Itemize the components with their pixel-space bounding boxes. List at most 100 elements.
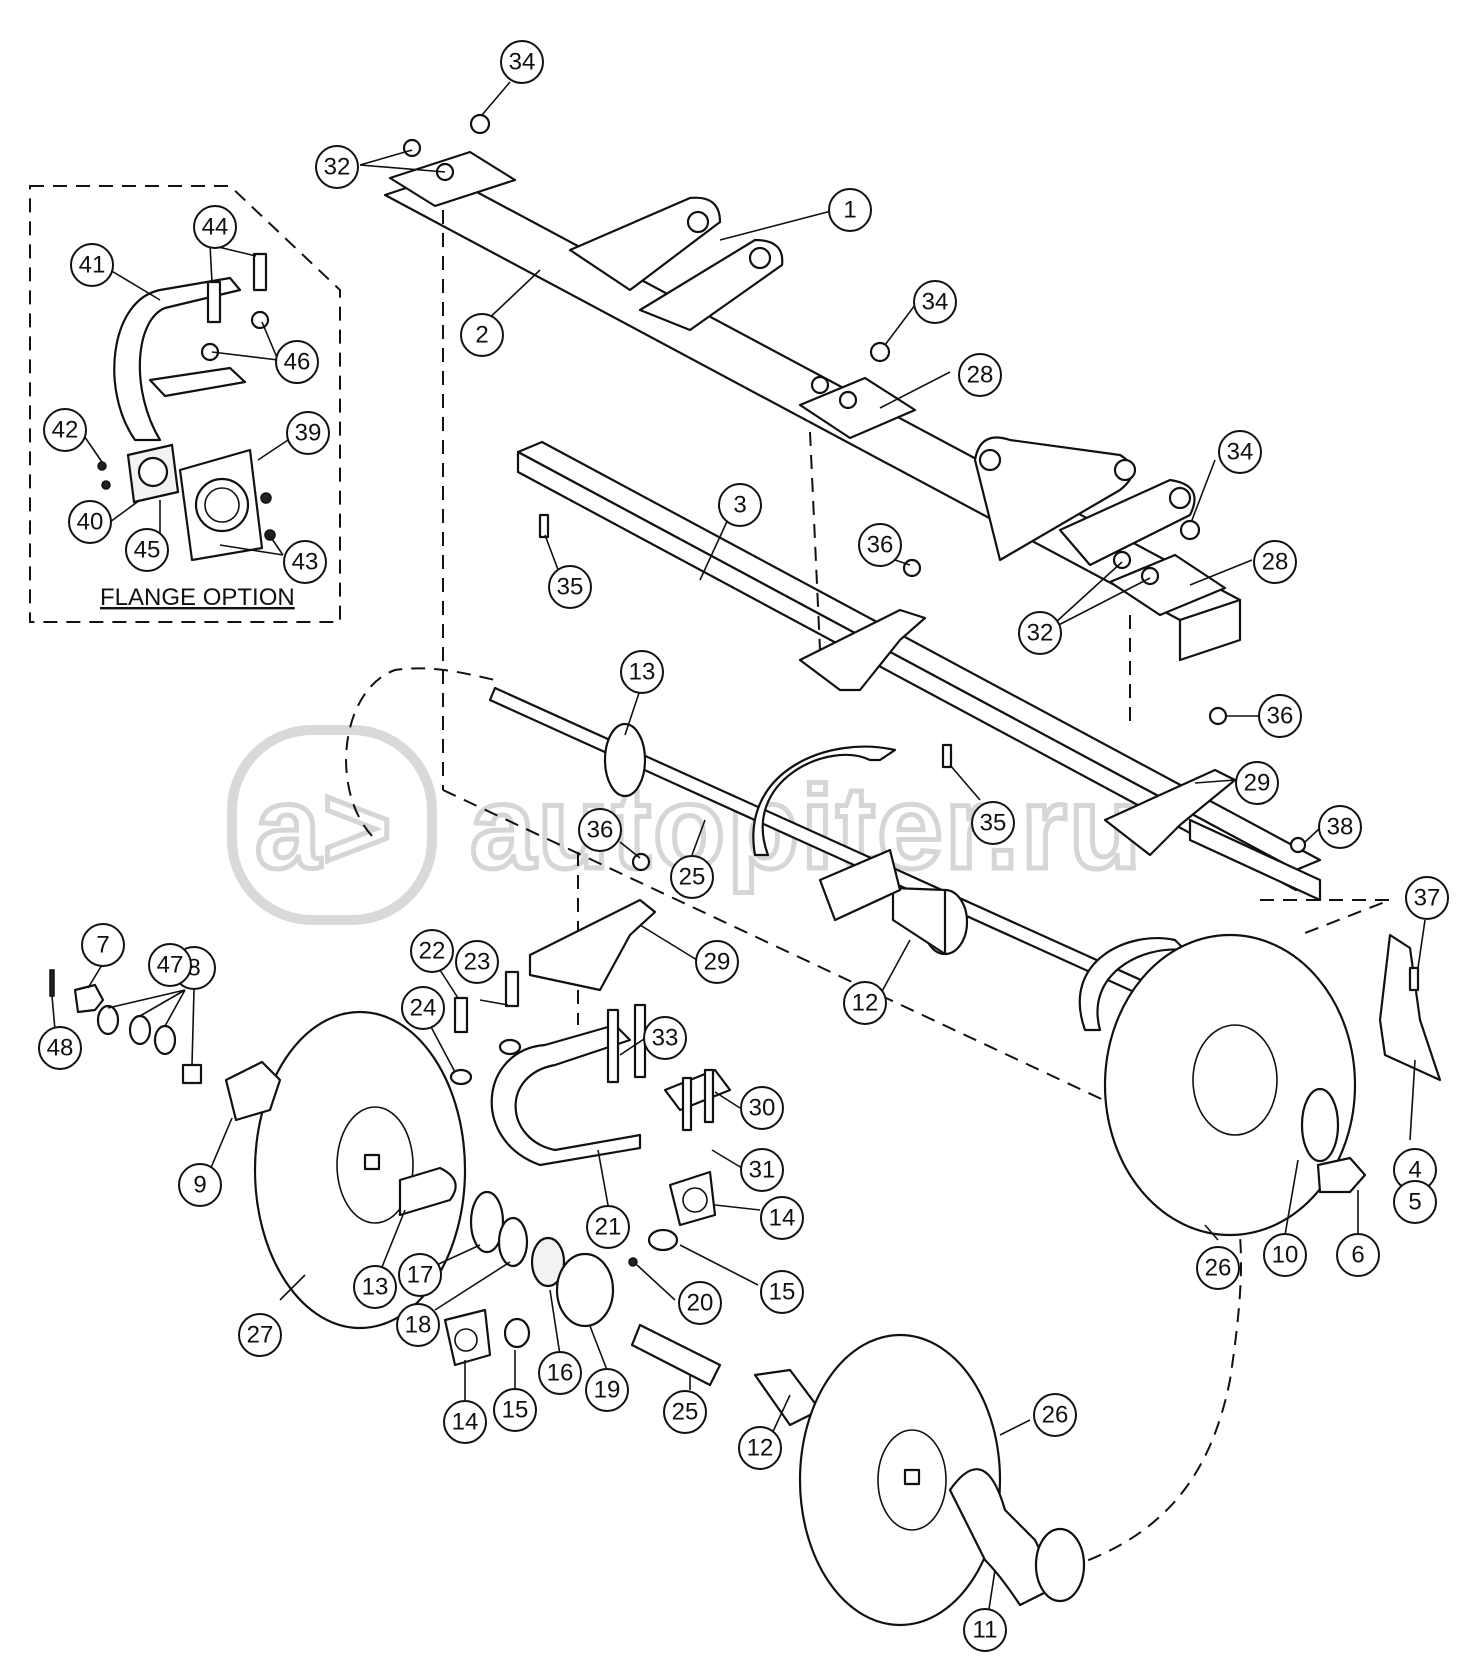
leader-29b — [639, 924, 698, 961]
callout-15: 15 — [493, 1388, 537, 1432]
leader-47 — [107, 989, 186, 1027]
gang-bar — [516, 440, 1322, 902]
leader-31 — [711, 1149, 743, 1169]
mount-bracket-2b — [1058, 478, 1196, 567]
flange-bearing-bore — [194, 477, 250, 533]
callout-7: 7 — [81, 923, 125, 967]
callout-2: 2 — [460, 313, 504, 357]
callout-24: 24 — [401, 986, 445, 1030]
callout-10: 10 — [1263, 1233, 1307, 1277]
flange-option-inset: FLANGE OPTION — [29, 185, 341, 623]
nut-34 — [869, 341, 891, 363]
svg-text:12: 12 — [747, 1435, 774, 1462]
nut-36 — [902, 558, 922, 578]
inset-border — [29, 185, 341, 623]
bolt-31 — [681, 1076, 693, 1132]
svg-text:44: 44 — [202, 214, 229, 241]
svg-text:5: 5 — [1408, 1189, 1421, 1216]
leader-24 — [429, 1024, 456, 1073]
assembly-lines — [345, 210, 1391, 1571]
leader-19 — [589, 1325, 608, 1371]
callout-14: 14 — [760, 1196, 804, 1240]
svg-text:1: 1 — [843, 197, 856, 224]
cotter-pin-48 — [49, 969, 55, 997]
toolbar-tube-front — [1178, 598, 1242, 662]
svg-text:28: 28 — [967, 362, 994, 389]
svg-text:29: 29 — [1244, 770, 1271, 797]
mount-bracket-2 — [973, 436, 1134, 562]
nut-38 — [1289, 836, 1307, 854]
callout-28: 28 — [958, 353, 1002, 397]
svg-text:42: 42 — [52, 417, 79, 444]
leader-34a — [481, 81, 511, 116]
callout-32: 32 — [1018, 611, 1062, 655]
spool-10 — [1300, 1087, 1340, 1163]
callout-30: 30 — [740, 1086, 784, 1130]
hanger-strap-right — [1078, 937, 1187, 1032]
spool-11-end — [1034, 1527, 1086, 1603]
svg-text:26: 26 — [1042, 1402, 1069, 1429]
nut-34 — [469, 113, 491, 135]
bolt-37 — [1408, 966, 1420, 992]
bearing-14b-bore — [454, 1328, 478, 1352]
flange-bolt — [252, 252, 268, 292]
leader-32a — [359, 149, 446, 173]
callout-11: 11 — [963, 1608, 1007, 1652]
callout-5: 5 — [1393, 1180, 1437, 1224]
callout-6: 6 — [1336, 1233, 1380, 1277]
svg-text:25: 25 — [679, 864, 706, 891]
leader-40 — [109, 499, 141, 523]
callout-15: 15 — [760, 1270, 804, 1314]
svg-text:9: 9 — [193, 1172, 206, 1199]
callout-13: 13 — [620, 650, 664, 694]
callout-17: 17 — [398, 1253, 442, 1297]
leader-14a — [714, 1204, 761, 1211]
svg-text:25: 25 — [672, 1399, 699, 1426]
svg-text:27: 27 — [247, 1322, 274, 1349]
mount-bracket-1b — [638, 238, 784, 332]
nut-9 — [224, 1060, 282, 1122]
callout-46: 46 — [275, 340, 319, 384]
nut-32 — [402, 138, 422, 158]
leader-34c — [1191, 459, 1216, 521]
svg-text:14: 14 — [769, 1205, 796, 1232]
svg-text:34: 34 — [509, 49, 536, 76]
shaft-path — [345, 667, 496, 837]
leader-35a — [544, 534, 561, 576]
svg-text:4: 4 — [1408, 1157, 1421, 1184]
callouts: 1 2 3 4 5 6 7 8 9 10 11 12 12 13 13 14 1… — [38, 40, 1449, 1652]
bracket-29-upper — [798, 608, 927, 692]
disc-26-lower-hub — [877, 1429, 947, 1531]
svg-text:48: 48 — [47, 1035, 74, 1062]
svg-text:23: 23 — [464, 949, 491, 976]
svg-text:15: 15 — [502, 1397, 529, 1424]
callout-21: 21 — [586, 1205, 630, 1249]
disc-26-square-bore — [903, 1468, 921, 1486]
end-nut-6 — [1316, 1156, 1367, 1194]
bracket-29-lower — [528, 898, 657, 992]
callout-29: 29 — [1235, 761, 1279, 805]
callout-18: 18 — [396, 1303, 440, 1347]
flange-square-bore — [137, 456, 169, 488]
svg-text:19: 19 — [594, 1377, 621, 1404]
callout-43: 43 — [283, 540, 327, 584]
mount-hole — [1168, 486, 1192, 510]
svg-text:29: 29 — [704, 949, 731, 976]
callout-28: 28 — [1253, 540, 1297, 584]
leader-37 — [1417, 919, 1426, 969]
callout-41: 41 — [70, 243, 114, 287]
bolt-35 — [941, 743, 953, 769]
washer-8 — [181, 1063, 203, 1085]
svg-text:43: 43 — [292, 549, 319, 576]
clamp-plate-28b — [1108, 553, 1227, 617]
leader-39 — [257, 439, 289, 461]
svg-text:35: 35 — [980, 810, 1007, 837]
spool-13-upper — [603, 722, 647, 798]
callout-48: 48 — [38, 1026, 82, 1070]
nut-32 — [838, 390, 858, 410]
flange-washer — [250, 310, 270, 330]
flange-nut — [260, 492, 272, 504]
svg-text:40: 40 — [77, 509, 104, 536]
mount-hole — [686, 210, 710, 234]
leader-29a — [1194, 779, 1236, 784]
